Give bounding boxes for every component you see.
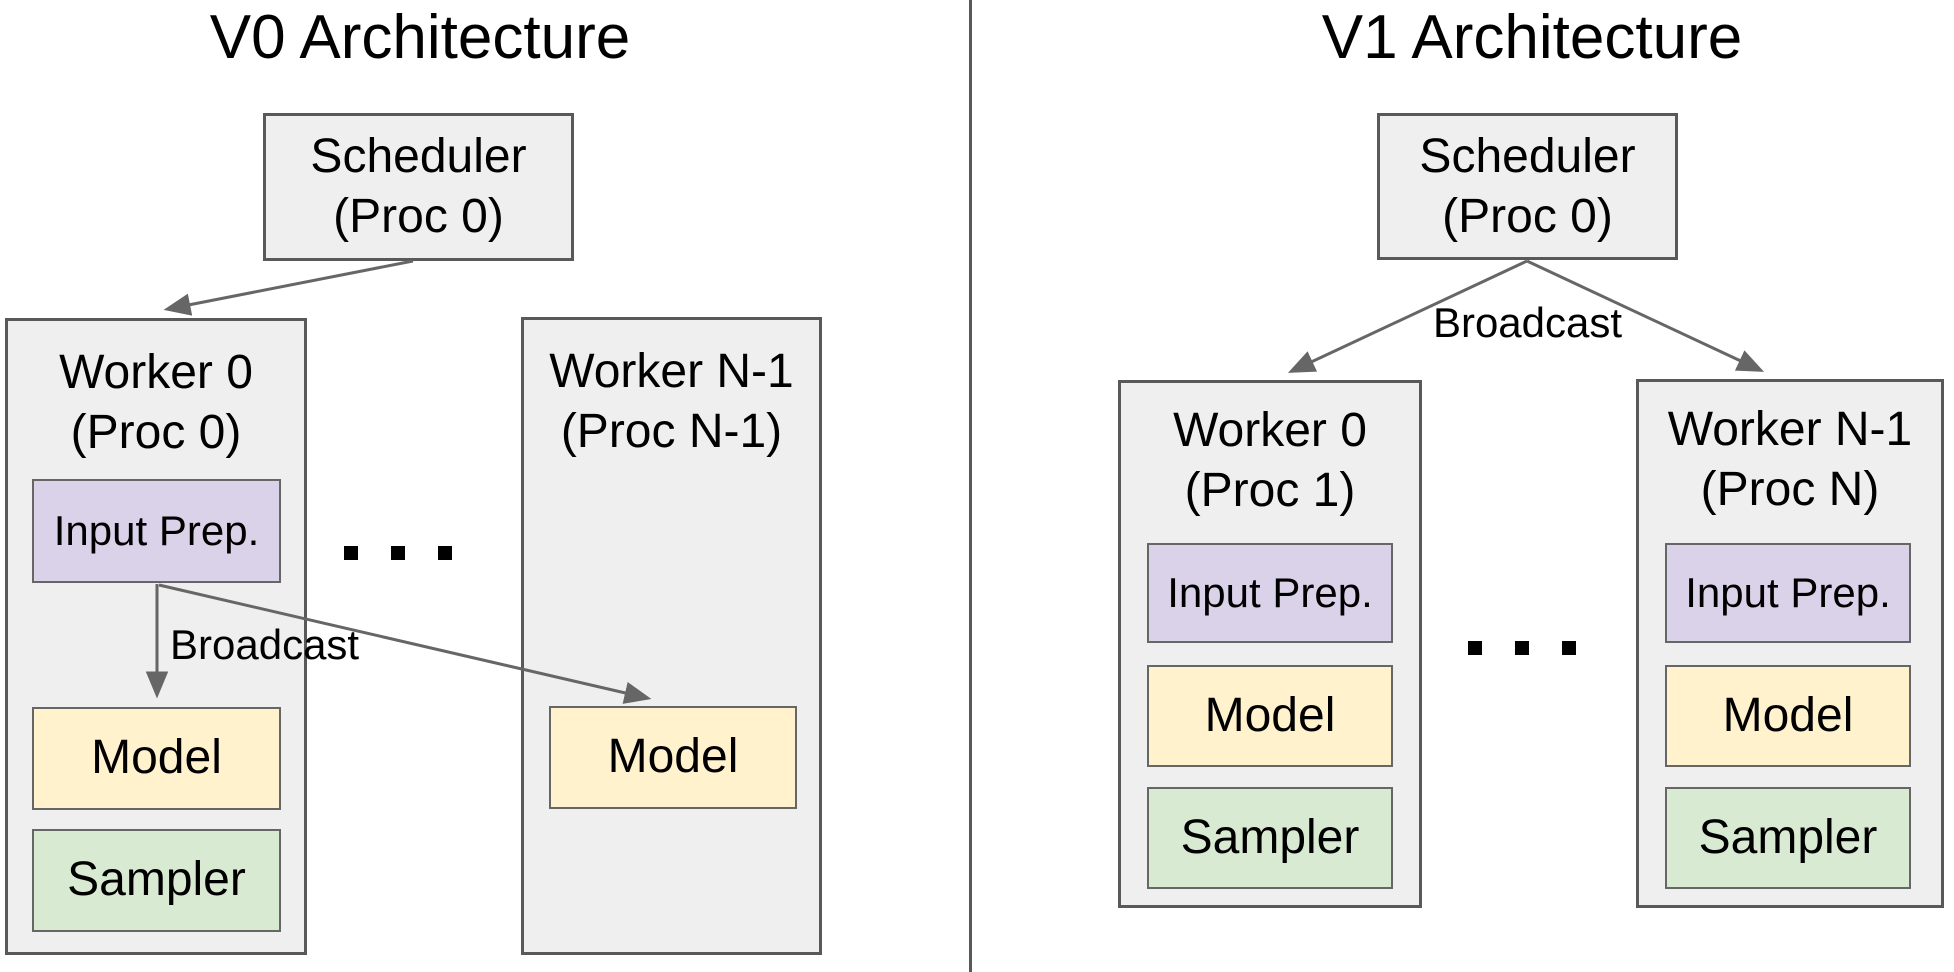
v0-worker0-label: Worker 0 (Proc 0) [59,343,253,463]
dot [1515,641,1529,655]
v0-panel-title: V0 Architecture [209,3,631,72]
v0-worker0-line1: Worker 0 [59,346,253,399]
v0-workerN-model-box: Model [549,706,797,809]
v0-workerN-box: Worker N-1 (Proc N-1) [521,317,822,955]
v0-workerN-line1: Worker N-1 [549,345,794,398]
dot [1468,641,1482,655]
v0-worker0-sampler-box: Sampler [32,829,281,932]
v1-scheduler-box: Scheduler (Proc 0) [1377,113,1678,260]
v1-workerN-line1: Worker N-1 [1667,403,1913,456]
v1-worker0-model-label: Model [1204,688,1336,742]
v0-worker0-sampler-label: Sampler [67,853,246,907]
v1-scheduler-line2: (Proc 0) [1442,189,1613,243]
v1-worker0-input-prep-label: Input Prep. [1167,568,1373,616]
v0-workerN-line2: (Proc N-1) [560,405,783,458]
v0-worker0-model-box: Model [32,707,281,810]
v0-arrow-scheduler-to-worker0 [163,259,414,316]
v0-scheduler-line1: Scheduler [310,130,527,183]
dot [438,546,452,560]
v1-workerN-input-prep-label: Input Prep. [1685,568,1891,616]
v1-workerN-model-box: Model [1665,665,1911,767]
dot [1562,641,1576,655]
v1-workerN-line2: (Proc N) [1700,463,1880,516]
v1-workerN-sampler-box: Sampler [1665,787,1911,889]
v0-workerN-model-label: Model [607,730,739,784]
v1-scheduler-line1: Scheduler [1419,129,1636,183]
v1-workerN-model-label: Model [1722,688,1854,742]
v1-worker0-label: Worker 0 (Proc 1) [1173,401,1367,521]
dot [344,546,358,560]
v1-scheduler-label: Scheduler (Proc 0) [1419,127,1635,247]
v1-worker0-line1: Worker 0 [1173,404,1367,457]
v1-worker0-line2: (Proc 1) [1184,464,1356,517]
v1-workerN-sampler-label: Sampler [1698,810,1878,864]
dot [391,546,405,560]
v0-scheduler-box: Scheduler (Proc 0) [263,113,574,261]
v1-worker0-input-prep-box: Input Prep. [1147,543,1393,643]
v0-scheduler-label: Scheduler (Proc 0) [310,127,526,247]
v0-worker0-line2: (Proc 0) [70,406,242,459]
v1-workerN-label: Worker N-1 (Proc N) [1668,400,1912,520]
v0-worker0-input-prep-label: Input Prep. [53,506,260,554]
v1-worker0-sampler-box: Sampler [1147,787,1393,889]
v1-broadcast-label: Broadcast [1432,299,1623,346]
v0-workerN-label: Worker N-1 (Proc N-1) [549,342,793,462]
v0-ellipsis-dots [344,546,452,560]
v1-workerN-input-prep-box: Input Prep. [1665,543,1911,643]
v0-broadcast-label: Broadcast [170,621,360,668]
v1-worker0-model-box: Model [1147,665,1393,767]
panel-divider-line [969,0,972,972]
v0-worker0-input-prep-box: Input Prep. [32,479,281,583]
v1-worker0-sampler-label: Sampler [1180,810,1360,864]
v1-ellipsis-dots [1468,641,1576,655]
v0-worker0-model-label: Model [91,731,222,785]
v1-panel-title: V1 Architecture [1321,3,1743,72]
v0-scheduler-line2: (Proc 0) [333,190,504,243]
